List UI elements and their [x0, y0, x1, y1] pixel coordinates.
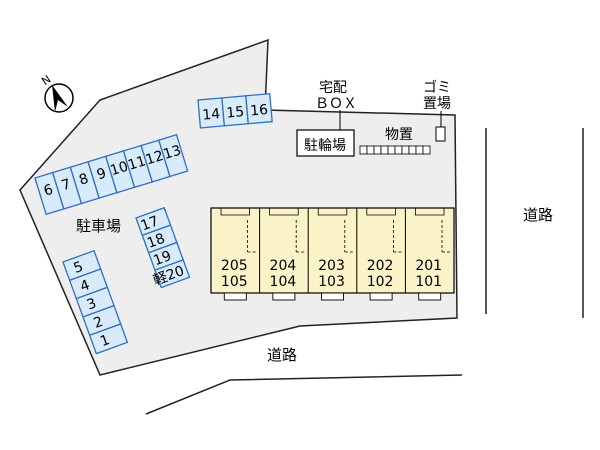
parking-space-number: 11 [126, 153, 148, 174]
parking-space-number: 10 [108, 159, 130, 180]
storage-shed [422, 145, 431, 155]
unit-number-upper: 202 [367, 258, 394, 274]
unit-number-lower: 104 [270, 274, 297, 290]
storage-shed [366, 145, 375, 155]
bicycle-parking [296, 129, 355, 157]
unit-number-upper: 203 [318, 258, 345, 274]
unit-number-lower: 105 [221, 274, 248, 290]
unit-entrance [418, 292, 442, 301]
parking-space-number: 9 [95, 165, 108, 183]
unit-number-upper: 205 [221, 258, 248, 274]
unit-entrance [369, 292, 393, 301]
parking-space [154, 259, 191, 289]
parking-area-label: 駐車場 [76, 217, 121, 235]
storage-shed [394, 145, 403, 155]
parking-space-number: 17 [139, 213, 161, 234]
garbage-label-2: 置場 [423, 96, 451, 112]
parking-space-number: 15 [226, 104, 245, 121]
bicycle-parking-label: 駐輪場 [304, 137, 346, 154]
parking-space-number: 7 [60, 176, 73, 194]
parking-space-number: 14 [202, 106, 221, 123]
road-label-east: 道路 [523, 206, 553, 224]
parking-space-number: 19 [151, 248, 173, 269]
parking-space-number: 12 [144, 148, 166, 169]
parking-space [245, 93, 273, 125]
unit-number-upper: 201 [415, 258, 442, 274]
storage-sheds [359, 145, 431, 155]
parking-space [158, 133, 189, 178]
storage-shed [380, 145, 389, 155]
delivery-box-label-2: ＢＯＸ [315, 96, 357, 112]
unit-entrance [272, 292, 296, 301]
storage-shed [408, 145, 417, 155]
parking-space [88, 323, 129, 355]
storage-shed [401, 145, 410, 155]
road-edge-south [145, 374, 463, 415]
storage-shed [359, 145, 368, 155]
parking-space-number: 18 [145, 231, 167, 252]
garbage-station-icon [435, 126, 446, 142]
garbage-label-1: ゴミ [423, 79, 451, 96]
north-arrow-icon: N [39, 73, 74, 113]
storage-shed [373, 145, 382, 155]
parking-row-top-b: 14 15 16 [197, 93, 273, 129]
road-label-south: 道路 [267, 346, 297, 364]
parking-space-number: 16 [250, 102, 269, 119]
unit-number-upper: 204 [270, 258, 297, 274]
unit-number-lower: 101 [415, 274, 442, 290]
storage-label: 物置 [385, 127, 413, 143]
unit-number-lower: 103 [318, 274, 345, 290]
parking-space-number: 8 [77, 171, 90, 189]
unit-entrance [223, 292, 247, 301]
storage-shed [415, 145, 424, 155]
parking-space-number: 13 [162, 142, 184, 163]
unit-entrance [321, 292, 344, 301]
building-outline [210, 207, 455, 294]
unit-number-lower: 102 [367, 274, 394, 290]
delivery-box-label-1: 宅配 [319, 80, 347, 96]
storage-shed [387, 145, 396, 155]
